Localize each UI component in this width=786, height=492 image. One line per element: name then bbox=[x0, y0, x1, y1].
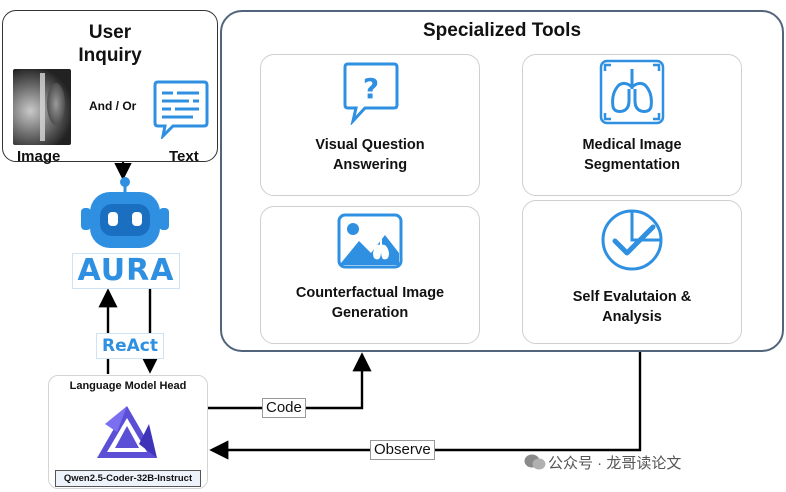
arrow-observe bbox=[209, 348, 642, 460]
tool-card-self-evaluation: Self Evalutaion & Analysis bbox=[522, 200, 742, 344]
lungs-icon bbox=[599, 59, 665, 125]
text-label: Text bbox=[169, 148, 199, 165]
user-inquiry-title: User Inquiry bbox=[3, 21, 217, 67]
tool-card-counterfactual: Counterfactual Image Generation bbox=[260, 206, 480, 344]
aura-wordmark: AURA bbox=[72, 253, 180, 289]
code-edge-label: Code bbox=[262, 398, 306, 418]
self-evaluation-label: Self Evalutaion & Analysis bbox=[523, 287, 741, 327]
segmentation-label-line2: Segmentation bbox=[584, 157, 680, 173]
user-inquiry-box: User Inquiry And / Or Image Text bbox=[2, 10, 218, 165]
svg-text:?: ? bbox=[363, 72, 379, 105]
language-model-head-box: Language Model Head Qwen2.5-Coder-32B-In… bbox=[48, 375, 208, 489]
user-inquiry-title-line1: User bbox=[88, 22, 132, 43]
observe-edge-label: Observe bbox=[370, 440, 435, 460]
counterfactual-label: Counterfactual Image Generation bbox=[261, 283, 479, 323]
segmentation-label-line1: Medical Image bbox=[582, 137, 682, 153]
question-bubble-icon: ? bbox=[343, 62, 399, 125]
watermark-text: 公众号 · 龙哥读论文 bbox=[548, 455, 682, 472]
segmentation-label: Medical Image Segmentation bbox=[523, 135, 741, 175]
specialized-tools-title: Specialized Tools bbox=[422, 20, 582, 41]
self-evaluation-label-line1: Self Evalutaion & bbox=[572, 289, 692, 305]
text-bubble-icon bbox=[153, 80, 209, 139]
user-inquiry-title-line2: Inquiry bbox=[78, 45, 142, 66]
tool-card-segmentation: Medical Image Segmentation bbox=[522, 54, 742, 196]
arrow-code bbox=[206, 352, 372, 410]
self-evaluation-label-line2: Analysis bbox=[602, 309, 662, 325]
qwen-logo-icon bbox=[97, 406, 157, 458]
language-model-head-title: Language Model Head bbox=[69, 380, 187, 392]
specialized-tools-box: Specialized Tools ? Visual Question Answ… bbox=[220, 10, 784, 352]
tool-card-vqa: ? Visual Question Answering bbox=[260, 54, 480, 196]
image-lungs-icon bbox=[337, 213, 403, 269]
qwen-model-label: Qwen2.5-Coder-32B-Instruct bbox=[55, 470, 201, 487]
vqa-label-line2: Answering bbox=[332, 157, 408, 173]
counterfactual-label-line1: Counterfactual Image bbox=[295, 285, 445, 301]
robot-icon bbox=[81, 177, 169, 248]
pie-check-icon bbox=[601, 209, 663, 271]
vqa-label: Visual Question Answering bbox=[261, 135, 479, 175]
and-or-label: And / Or bbox=[89, 99, 137, 113]
counterfactual-label-line2: Generation bbox=[331, 305, 409, 321]
image-label: Image bbox=[17, 148, 61, 165]
react-label: ReAct bbox=[96, 333, 164, 359]
chest-xray-image bbox=[13, 69, 71, 145]
vqa-label-line1: Visual Question bbox=[315, 137, 425, 153]
wechat-icon bbox=[524, 454, 546, 470]
